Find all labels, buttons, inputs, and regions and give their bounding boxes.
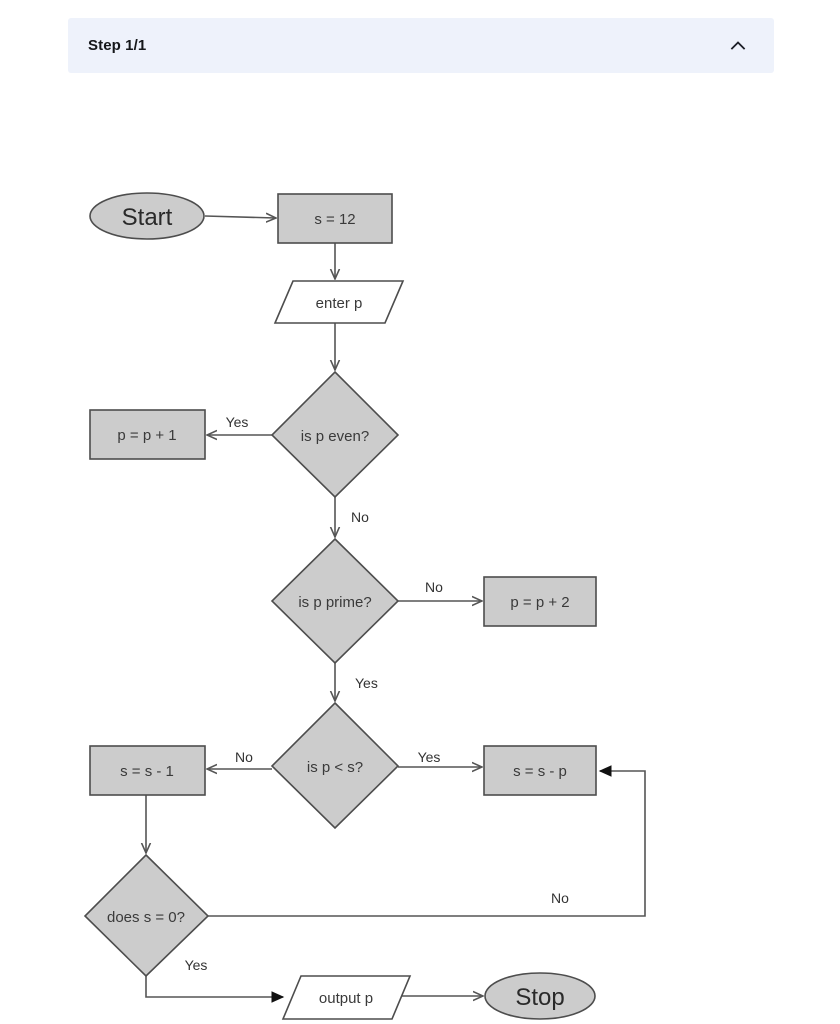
is-p-even-decision-shape xyxy=(270,370,400,499)
stop-label: Stop xyxy=(515,984,564,1011)
node-enter-p[interactable]: enter p xyxy=(273,280,405,324)
p-plus-2-process-shape xyxy=(483,576,597,627)
init-label: s = 12 xyxy=(314,211,355,228)
collapse-toggle-button[interactable] xyxy=(724,32,752,60)
node-p-plus-1[interactable]: p = p + 1 xyxy=(89,409,206,460)
does-s-equal-zero-decision-shape xyxy=(83,853,210,978)
flowchart-edge-labels: Yes No No Yes No Yes No Yes xyxy=(185,414,570,973)
init-process-shape xyxy=(277,193,393,244)
output-p-label: output p xyxy=(319,990,373,1007)
flowchart-edges: p = p + 1 --> is p prime? --> p = p + 2 … xyxy=(145,216,646,1003)
node-stop[interactable]: Stop xyxy=(484,972,596,1020)
node-is-p-prime[interactable]: is p prime? xyxy=(270,537,400,665)
s-minus-p-label: s = s - p xyxy=(513,763,567,780)
edge-label-p-lt-s-yes: Yes xyxy=(418,749,441,765)
start-label: Start xyxy=(122,204,173,231)
p-plus-2-label: p = p + 2 xyxy=(510,594,569,611)
enter-p-label: enter p xyxy=(316,295,363,312)
edge-does-s-zero-no-loopback xyxy=(208,765,646,917)
does-s-equal-zero-label: does s = 0? xyxy=(107,909,185,926)
edge-label-is-even-no: No xyxy=(351,509,369,525)
node-p-plus-2[interactable]: p = p + 2 xyxy=(483,576,597,627)
stop-terminator-shape xyxy=(484,972,596,1020)
is-p-prime-decision-shape xyxy=(270,537,400,665)
s-minus-1-label: s = s - 1 xyxy=(120,763,174,780)
p-plus-1-process-shape xyxy=(89,409,206,460)
edge-label-is-prime-no: No xyxy=(425,579,443,595)
node-s-minus-1[interactable]: s = s - 1 xyxy=(89,745,206,796)
output-p-io-shape xyxy=(281,975,412,1020)
edge-does-s-zero-yes-to-output-p xyxy=(145,976,285,1003)
is-p-less-than-s-label: is p < s? xyxy=(307,759,363,776)
s-minus-p-process-shape xyxy=(483,745,597,796)
p-plus-1-label: p = p + 1 xyxy=(117,427,176,444)
is-p-prime-label: is p prime? xyxy=(298,594,371,611)
page-title: Step 1/1 xyxy=(88,37,147,54)
node-does-s-equal-zero[interactable]: does s = 0? xyxy=(83,853,210,978)
node-s-minus-p[interactable]: s = s - p xyxy=(483,745,597,796)
start-terminator-shape xyxy=(89,192,205,240)
node-init-s-12[interactable]: s = 12 xyxy=(277,193,393,244)
step-header-bar: Step 1/1 xyxy=(68,18,774,73)
s-minus-1-process-shape xyxy=(89,745,206,796)
edge-label-is-prime-yes: Yes xyxy=(355,675,378,691)
edge-label-does-s-zero-no: No xyxy=(551,890,569,906)
is-p-less-than-s-decision-shape xyxy=(270,701,400,830)
edge-label-is-even-yes: Yes xyxy=(226,414,249,430)
node-start[interactable]: Start xyxy=(89,192,205,240)
chevron-up-icon xyxy=(727,35,749,57)
edge-label-does-s-zero-yes: Yes xyxy=(185,957,208,973)
node-output-p[interactable]: output p xyxy=(281,975,412,1020)
is-p-even-label: is p even? xyxy=(301,428,369,445)
enter-p-io-shape xyxy=(273,280,405,324)
node-is-p-even[interactable]: is p even? xyxy=(270,370,400,499)
node-is-p-less-than-s[interactable]: is p < s? xyxy=(270,701,400,830)
edge-start-to-init xyxy=(204,216,276,218)
edge-label-p-lt-s-no: No xyxy=(235,749,253,765)
